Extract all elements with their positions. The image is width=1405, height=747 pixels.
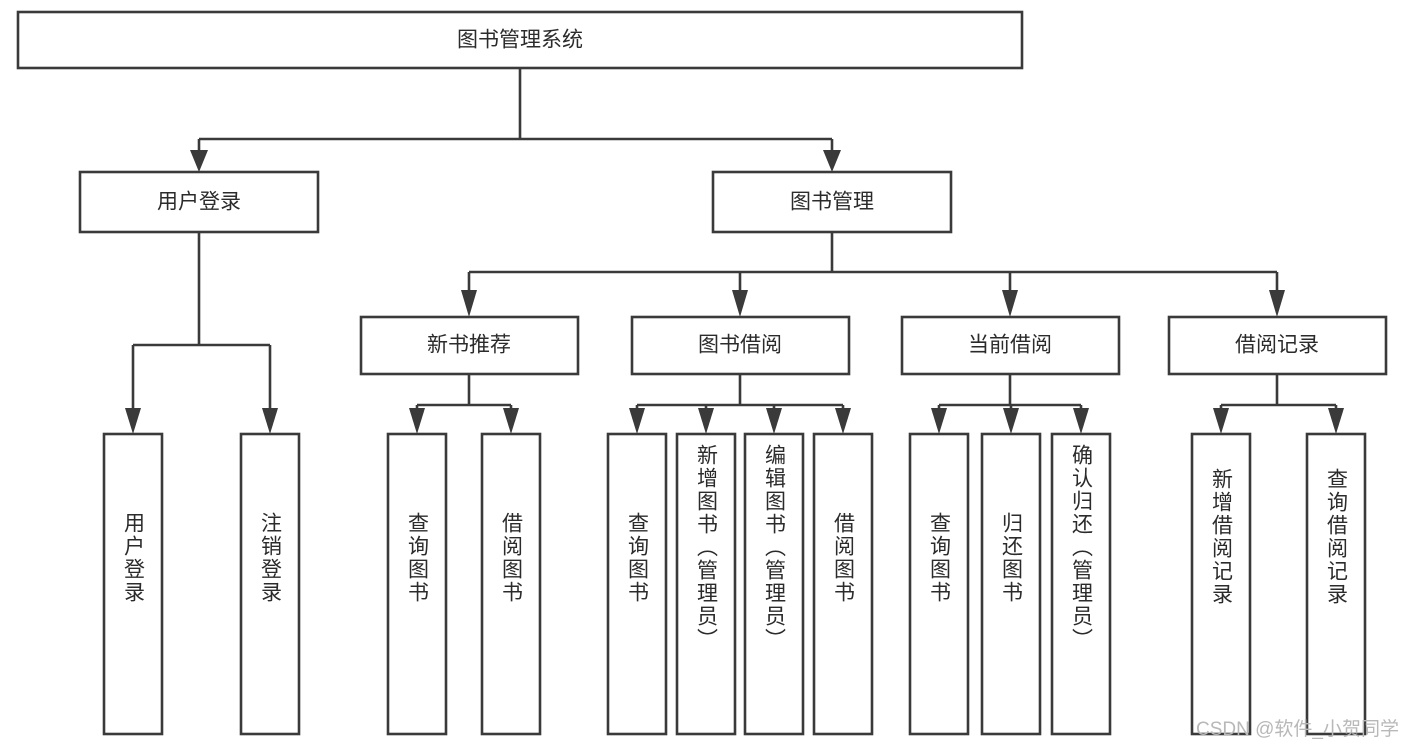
node-leaf-logout[interactable]: 注销登录 (239, 432, 301, 736)
arrow-head-current-borrow (1002, 290, 1018, 317)
node-box-leaf-edit-book[interactable] (743, 432, 805, 736)
node-label-leaf-edit-book: 编辑图书（管理员） (763, 444, 787, 651)
node-box-new-book-rec[interactable] (359, 315, 580, 376)
node-label-leaf-borrow-book-2: 借阅图书 (832, 512, 856, 604)
arrow-head-borrow-record (1269, 290, 1285, 317)
arrow-head-leaf-logout (262, 408, 278, 434)
node-box-leaf-return-book[interactable] (980, 432, 1042, 736)
node-leaf-add-book[interactable]: 新增图书（管理员） (675, 432, 737, 736)
node-box-leaf-query-record[interactable] (1305, 432, 1367, 736)
node-box-leaf-query-book-3[interactable] (908, 432, 970, 736)
node-box-leaf-query-book-2[interactable] (606, 432, 668, 736)
node-label-new-book-rec: 新书推荐 (427, 334, 511, 357)
arrow-head-leaf-query-record (1328, 408, 1344, 434)
node-leaf-return-book[interactable]: 归还图书 (980, 432, 1042, 736)
node-label-leaf-query-book-3: 查询图书 (928, 512, 952, 604)
node-book-manage[interactable]: 图书管理 (711, 170, 953, 234)
node-label-current-borrow: 当前借阅 (968, 334, 1052, 357)
node-label-book-borrow: 图书借阅 (698, 334, 782, 357)
node-box-leaf-borrow-book-2[interactable] (812, 432, 874, 736)
node-label-leaf-borrow-book-1: 借阅图书 (500, 512, 524, 604)
node-leaf-query-record[interactable]: 查询借阅记录 (1305, 432, 1367, 736)
node-box-leaf-query-book-1[interactable] (386, 432, 448, 736)
node-box-book-manage[interactable] (711, 170, 953, 234)
node-label-leaf-return-book: 归还图书 (1000, 512, 1024, 604)
node-leaf-confirm-return[interactable]: 确认归还（管理员） (1050, 432, 1112, 736)
node-leaf-add-record[interactable]: 新增借阅记录 (1190, 432, 1252, 736)
node-label-leaf-query-book-2: 查询图书 (626, 512, 650, 604)
node-box-user-login[interactable] (78, 170, 320, 234)
arrow-head-leaf-add-book (698, 408, 714, 434)
node-box-leaf-add-book[interactable] (675, 432, 737, 736)
node-label-leaf-add-book: 新增图书（管理员） (695, 444, 719, 651)
node-label-root: 图书管理系统 (457, 29, 583, 52)
node-borrow-record[interactable]: 借阅记录 (1167, 315, 1388, 376)
node-box-borrow-record[interactable] (1167, 315, 1388, 376)
node-leaf-user-login[interactable]: 用户登录 (102, 432, 164, 736)
arrow-head-leaf-user-login (125, 408, 141, 434)
node-leaf-borrow-book-1[interactable]: 借阅图书 (480, 432, 542, 736)
node-label-leaf-add-record: 新增借阅记录 (1210, 468, 1234, 606)
node-label-borrow-record: 借阅记录 (1235, 334, 1319, 357)
arrow-head-new-book-rec (461, 290, 477, 317)
node-box-leaf-logout[interactable] (239, 432, 301, 736)
node-root-system[interactable]: 图书管理系统 (16, 10, 1024, 70)
arrow-head-leaf-query-book-3 (931, 408, 947, 434)
node-label-book-manage: 图书管理 (790, 191, 874, 214)
node-box-leaf-add-record[interactable] (1190, 432, 1252, 736)
arrow-head-leaf-edit-book (766, 408, 782, 434)
node-book-borrow[interactable]: 图书借阅 (630, 315, 851, 376)
arrow-head-leaf-query-book-1 (409, 408, 425, 434)
node-box-current-borrow[interactable] (900, 315, 1121, 376)
node-label-user-login: 用户登录 (157, 191, 241, 214)
arrow-head-leaf-confirm-return (1073, 408, 1089, 434)
arrow-head-leaf-borrow-book-2 (835, 408, 851, 434)
node-box-leaf-user-login[interactable] (102, 432, 164, 736)
node-box-book-borrow[interactable] (630, 315, 851, 376)
node-label-leaf-query-record: 查询借阅记录 (1325, 468, 1349, 606)
node-leaf-edit-book[interactable]: 编辑图书（管理员） (743, 432, 805, 736)
arrow-head-leaf-add-record (1213, 408, 1229, 434)
connector-layer (125, 68, 1344, 434)
csdn-watermark: CSDN @软件_小贺同学 (1196, 718, 1399, 740)
node-user-login[interactable]: 用户登录 (78, 170, 320, 234)
node-label-leaf-user-login: 用户登录 (122, 512, 146, 604)
node-leaf-query-book-2[interactable]: 查询图书 (606, 432, 668, 736)
node-leaf-query-book-3[interactable]: 查询图书 (908, 432, 970, 736)
node-box-leaf-confirm-return[interactable] (1050, 432, 1112, 736)
arrow-head-user-login (190, 150, 208, 172)
node-box-root[interactable] (16, 10, 1024, 70)
node-label-leaf-logout: 注销登录 (259, 512, 283, 604)
node-label-leaf-query-book-1: 查询图书 (406, 512, 430, 604)
node-current-borrow[interactable]: 当前借阅 (900, 315, 1121, 376)
arrow-head-book-manage (823, 150, 841, 172)
arrow-head-leaf-query-book-2 (629, 408, 645, 434)
arrow-head-leaf-return-book (1003, 408, 1019, 434)
node-new-book-rec[interactable]: 新书推荐 (359, 315, 580, 376)
node-label-leaf-confirm-return: 确认归还（管理员） (1070, 444, 1094, 651)
node-box-leaf-borrow-book-1[interactable] (480, 432, 542, 736)
arrow-head-book-borrow (732, 290, 748, 317)
arrow-head-leaf-borrow-book-1 (503, 408, 519, 434)
node-leaf-query-book-1[interactable]: 查询图书 (386, 432, 448, 736)
node-leaf-borrow-book-2[interactable]: 借阅图书 (812, 432, 874, 736)
